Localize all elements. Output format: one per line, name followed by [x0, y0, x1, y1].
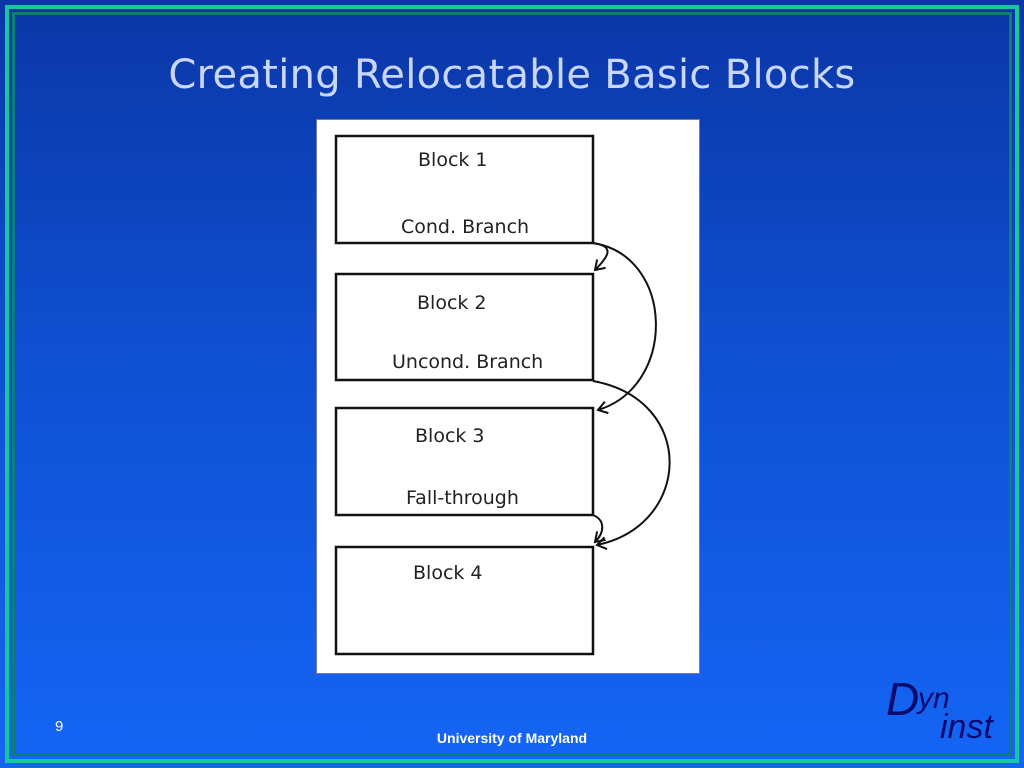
cond-branch-taken-arrow [592, 242, 609, 272]
block-1-title: Block 1 [418, 149, 488, 171]
flow-diagram-svg: Block 1 Cond. Branch Block 2 Uncond. Bra… [334, 134, 671, 656]
dyninst-logo: D yn inst [884, 672, 1004, 752]
block-3-subtitle: Fall-through [406, 487, 519, 509]
block-3-box [334, 406, 595, 517]
slide-frame-outer [5, 5, 1019, 763]
block-1-subtitle: Cond. Branch [401, 216, 529, 238]
block-2-box [334, 272, 595, 382]
slide-title: Creating Relocatable Basic Blocks [168, 52, 856, 98]
logo-letter-d: D [886, 673, 920, 725]
fall-through-arrow [592, 514, 606, 544]
block-2-title: Block 2 [417, 292, 487, 314]
block-1-box [334, 134, 595, 245]
cond-branch-fallthrough-arrow [592, 242, 657, 415]
block-4-title: Block 4 [413, 562, 483, 584]
flow-diagram: Block 1 Cond. Branch Block 2 Uncond. Bra… [316, 119, 700, 674]
footer-text: University of Maryland [436, 730, 588, 746]
logo-letters-yn: yn [918, 682, 950, 715]
logo-letters-inst: inst [940, 708, 993, 746]
uncond-branch-arrow [592, 380, 671, 550]
page-number: 9 [55, 718, 64, 735]
slide-frame-inner [12, 12, 1012, 756]
block-2-subtitle: Uncond. Branch [392, 351, 543, 373]
block-4-box [334, 545, 595, 656]
block-3-title: Block 3 [415, 425, 485, 447]
